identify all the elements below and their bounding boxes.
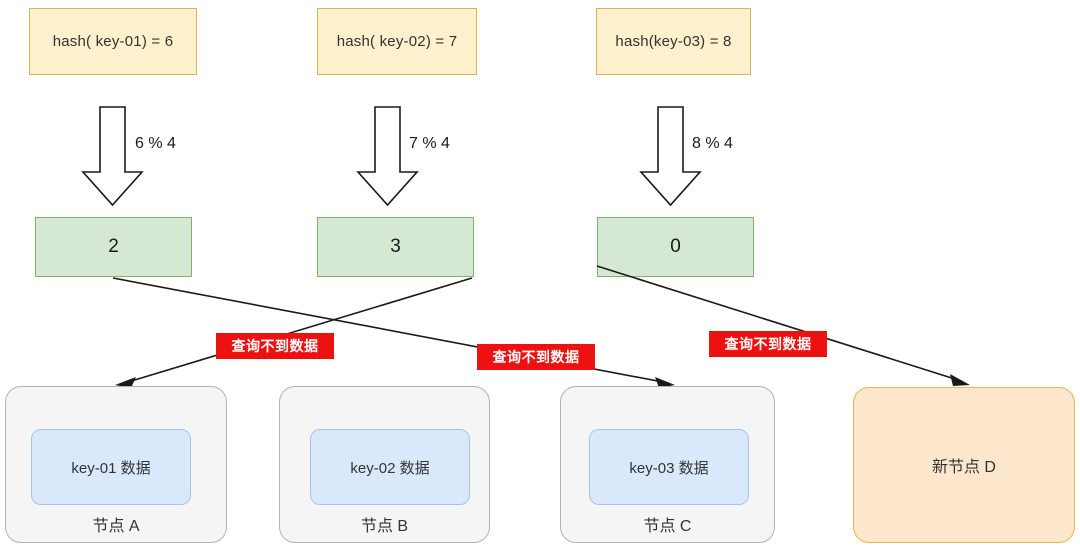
node-c: key-03 数据 节点 C (560, 386, 775, 543)
mod-label-1: 6 % 4 (135, 135, 176, 152)
block-arrow-1 (81, 106, 144, 207)
connector-index3-to-nodeA (127, 277, 473, 383)
node-b: key-02 数据 节点 B (279, 386, 490, 543)
connector-index0-to-nodeD (596, 265, 959, 381)
node-a-label: 节点 A (92, 518, 140, 535)
node-a-data-box: key-01 数据 (31, 429, 191, 505)
index-box-3-value: 3 (390, 236, 401, 257)
hash-box-key-02-label: hash( key-02) = 7 (336, 33, 458, 50)
badge-no-data-1: 查询不到数据 (216, 333, 334, 359)
node-c-data-label: key-03 数据 (629, 459, 709, 477)
arrowhead-nodeD (950, 374, 970, 386)
block-arrow-3 (639, 106, 702, 207)
node-b-data-box: key-02 数据 (310, 429, 470, 505)
index-box-2: 2 (35, 217, 192, 277)
node-b-label: 节点 B (360, 518, 409, 535)
hash-box-key-03: hash(key-03) = 8 (596, 8, 751, 75)
index-box-2-value: 2 (108, 236, 119, 257)
hash-box-key-01: hash( key-01) = 6 (29, 8, 197, 75)
node-b-data-label: key-02 数据 (350, 459, 430, 477)
mod-label-3: 8 % 4 (692, 135, 733, 152)
index-box-0-value: 0 (670, 236, 681, 257)
node-d-label: 新节点 D (931, 459, 996, 476)
index-box-3: 3 (317, 217, 474, 277)
node-d-new: 新节点 D (853, 387, 1075, 543)
hash-box-key-03-label: hash(key-03) = 8 (615, 33, 732, 50)
mod-label-2: 7 % 4 (409, 135, 450, 152)
hash-box-key-02: hash( key-02) = 7 (317, 8, 477, 75)
node-a-data-label: key-01 数据 (71, 459, 151, 477)
hash-box-key-01-label: hash( key-01) = 6 (52, 33, 174, 50)
block-arrow-2 (356, 106, 419, 207)
node-c-data-box: key-03 数据 (589, 429, 749, 505)
index-box-0: 0 (597, 217, 754, 277)
badge-no-data-2: 查询不到数据 (477, 344, 595, 370)
node-c-label: 节点 C (643, 518, 692, 535)
badge-no-data-3: 查询不到数据 (709, 331, 827, 357)
node-a: key-01 数据 节点 A (5, 386, 227, 543)
